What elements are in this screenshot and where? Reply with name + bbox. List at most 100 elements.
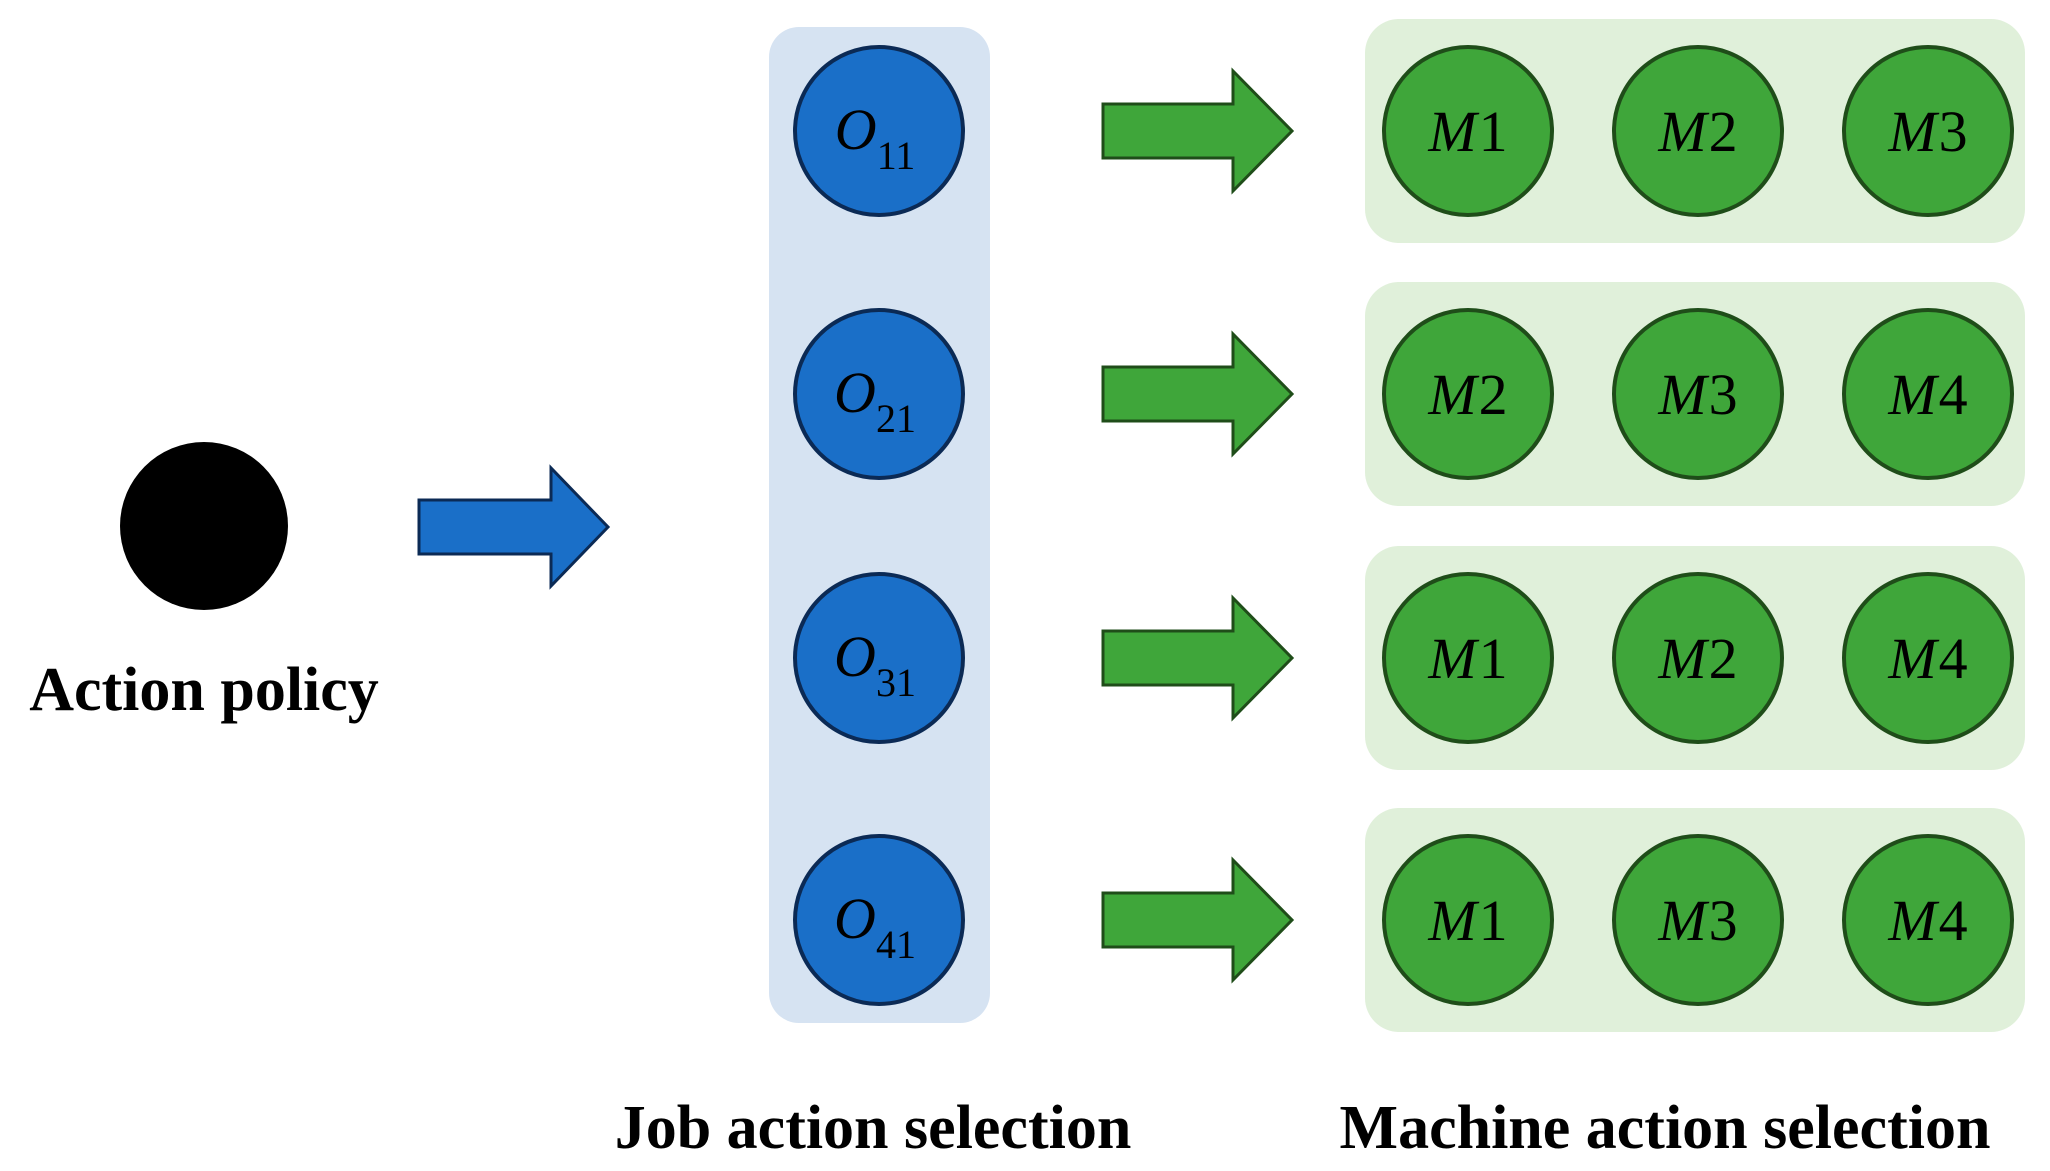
job-operation-circle (793, 834, 965, 1006)
job-operation-41: O41 (793, 834, 965, 1006)
job-to-machine-arrow (1101, 594, 1295, 722)
job-selection-panel (769, 27, 990, 1023)
machine-index: 2 (1479, 362, 1508, 427)
job-operation-31: O31 (793, 572, 965, 744)
machine-node-m2: M2 (1612, 45, 1784, 217)
machine-circle (1612, 45, 1784, 217)
operation-index: 11 (877, 133, 916, 178)
machine-node-m4: M4 (1842, 572, 2014, 744)
machine-selection-caption: Machine action selection (1340, 1094, 1991, 1162)
job-operation-11: O11 (793, 45, 965, 217)
machine-symbol: M (1657, 99, 1709, 164)
machine-label: M2 (1657, 99, 1737, 164)
job-to-machine-arrow (1101, 856, 1295, 984)
job-to-machine-arrow (1101, 67, 1295, 195)
machine-symbol: M (1657, 888, 1709, 953)
machine-index: 2 (1709, 626, 1738, 691)
machine-node-m2: M2 (1382, 308, 1554, 480)
job-to-machine-arrow (1101, 330, 1295, 458)
machine-index: 3 (1939, 99, 1968, 164)
machine-symbol: M (1657, 362, 1709, 427)
machine-node-m3: M3 (1612, 834, 1784, 1006)
job-operation-label: O31 (834, 624, 916, 705)
machine-index: 4 (1939, 888, 1968, 953)
machine-circle (1382, 572, 1554, 744)
machine-symbol: M (1887, 99, 1939, 164)
machine-circle (1382, 308, 1554, 480)
machine-label: M1 (1427, 99, 1507, 164)
machine-circle (1842, 834, 2014, 1006)
machine-circle (1612, 308, 1784, 480)
machine-circle (1382, 45, 1554, 217)
machine-symbol: M (1427, 99, 1479, 164)
machine-label: M3 (1657, 362, 1737, 427)
machine-circle (1842, 45, 2014, 217)
machine-node-m3: M3 (1612, 308, 1784, 480)
machine-circle (1382, 834, 1554, 1006)
machine-label: M2 (1657, 626, 1737, 691)
job-operation-21: O21 (793, 308, 965, 480)
job-operation-label: O11 (835, 97, 915, 178)
job-operation-label: O41 (834, 886, 916, 967)
machine-circle (1842, 572, 2014, 744)
machine-index: 1 (1479, 626, 1508, 691)
machine-node-m4: M4 (1842, 834, 2014, 1006)
action-policy-node (120, 442, 288, 610)
machine-label: M4 (1887, 362, 1967, 427)
operation-symbol: O (834, 886, 876, 951)
machine-label: M2 (1427, 362, 1507, 427)
machine-index: 3 (1709, 362, 1738, 427)
machine-symbol: M (1887, 362, 1939, 427)
machine-circle (1612, 834, 1784, 1006)
action-policy-group: Action policy (29, 442, 379, 724)
machine-node-m1: M1 (1382, 834, 1554, 1006)
job-operation-circle (793, 45, 965, 217)
machine-label: M4 (1887, 888, 1967, 953)
machine-symbol: M (1657, 626, 1709, 691)
machine-label: M3 (1887, 99, 1967, 164)
operation-index: 21 (876, 396, 916, 441)
machine-index: 1 (1479, 99, 1508, 164)
action-policy-label: Action policy (29, 656, 379, 724)
job-selection-caption: Job action selection (615, 1094, 1132, 1162)
machine-symbol: M (1427, 888, 1479, 953)
job-operation-circle (793, 308, 965, 480)
job-operation-circle (793, 572, 965, 744)
machine-symbol: M (1887, 626, 1939, 691)
operation-symbol: O (834, 624, 876, 689)
machine-index: 1 (1479, 888, 1508, 953)
machine-node-m1: M1 (1382, 572, 1554, 744)
machine-node-m4: M4 (1842, 308, 2014, 480)
machine-node-m3: M3 (1842, 45, 2014, 217)
machine-label: M1 (1427, 888, 1507, 953)
operation-index: 41 (876, 922, 916, 967)
machine-symbol: M (1427, 626, 1479, 691)
operation-symbol: O (835, 97, 877, 162)
machine-index: 4 (1939, 626, 1968, 691)
machine-label: M3 (1657, 888, 1737, 953)
machine-node-m2: M2 (1612, 572, 1784, 744)
job-operation-label: O21 (834, 360, 916, 441)
job-to-machine-arrows (1101, 67, 1295, 984)
machine-label: M4 (1887, 626, 1967, 691)
machine-circle (1612, 572, 1784, 744)
machine-label: M1 (1427, 626, 1507, 691)
machine-index: 2 (1709, 99, 1738, 164)
machine-symbol: M (1887, 888, 1939, 953)
machine-symbol: M (1427, 362, 1479, 427)
operation-symbol: O (834, 360, 876, 425)
machine-index: 3 (1709, 888, 1738, 953)
machine-node-m1: M1 (1382, 45, 1554, 217)
policy-to-job-arrow (417, 464, 611, 590)
machine-circle (1842, 308, 2014, 480)
machine-index: 4 (1939, 362, 1968, 427)
